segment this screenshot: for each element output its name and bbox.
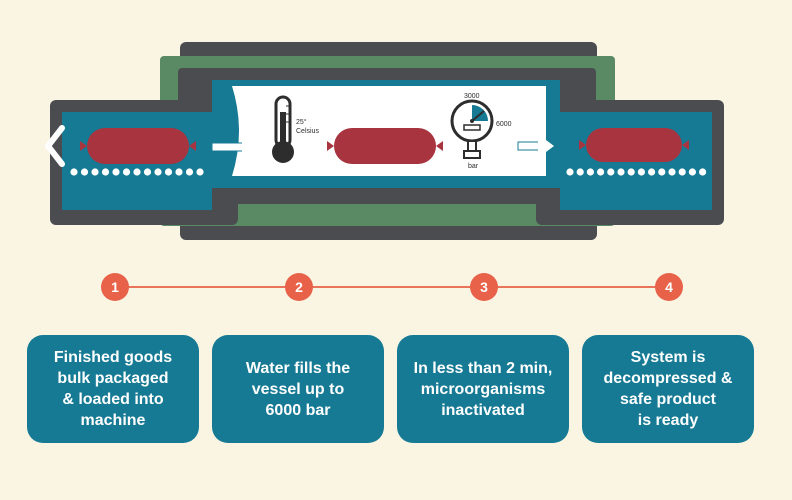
roller [627, 168, 635, 176]
roller [678, 168, 686, 176]
roller [658, 168, 666, 176]
roller [175, 168, 183, 176]
gauge-label-3000: 3000 [464, 93, 480, 100]
roller [688, 168, 697, 176]
arrow-right-icon [211, 135, 258, 159]
step-card-4: System is decompressed & safe product is… [582, 335, 754, 443]
temperature-value: 25° [296, 118, 307, 126]
roller [154, 168, 162, 176]
roller [699, 168, 707, 176]
roller [426, 167, 434, 175]
roller [91, 168, 99, 176]
roller [164, 168, 173, 176]
roller [185, 168, 194, 176]
gauge-label-6000: 6000 [496, 121, 512, 128]
roller [597, 168, 605, 176]
roller [668, 168, 676, 176]
temperature-unit: Celsius [296, 128, 319, 135]
rollers-vessel [316, 167, 445, 175]
roller [316, 167, 324, 175]
hpp-machine-illustration: 25° Celsius 3000 6000 bar [38, 42, 724, 240]
roller [101, 168, 110, 176]
roller [607, 168, 615, 176]
step-number-2: 2 [285, 273, 313, 301]
step-number-3: 3 [470, 273, 498, 301]
roller [576, 168, 584, 176]
step-card-3: In less than 2 min, microorganisms inact… [397, 335, 569, 443]
timeline-line [117, 286, 670, 288]
roller [143, 168, 152, 176]
sausage-in-vessel [327, 128, 443, 164]
roller [196, 168, 204, 176]
roller [80, 168, 89, 176]
roller [382, 167, 390, 175]
roller [338, 167, 346, 175]
roller [648, 168, 656, 176]
sausage-loading [80, 128, 196, 164]
roller [415, 167, 423, 175]
roller [637, 168, 646, 176]
thermometer-icon [272, 95, 294, 163]
step-card-2: Water fills the vessel up to 6000 bar [212, 335, 384, 443]
step-text-1: Finished goods bulk packaged & loaded in… [53, 349, 173, 429]
step-number-4: 4 [655, 273, 683, 301]
roller [371, 167, 379, 175]
roller [566, 168, 574, 176]
roller [404, 167, 412, 175]
roller [112, 168, 120, 176]
rollers-unloading [566, 168, 707, 176]
roller [70, 168, 78, 176]
roller [617, 168, 625, 176]
step-text-3: In less than 2 min, microorganisms inact… [413, 359, 553, 419]
sausage-unloading [579, 128, 689, 162]
roller [393, 167, 401, 175]
roller [586, 168, 595, 176]
pressure-gauge-icon [450, 99, 494, 159]
rollers-loading [70, 168, 204, 176]
roller [327, 167, 335, 175]
step-card-1: Finished goods bulk packaged & loaded in… [27, 335, 199, 443]
roller [360, 167, 368, 175]
roller [122, 168, 131, 176]
roller [349, 167, 357, 175]
roller [437, 167, 445, 175]
step-text-4: System is decompressed & safe product is… [603, 349, 733, 429]
step-text-2: Water fills the vessel up to 6000 bar [245, 359, 351, 419]
roller [133, 168, 141, 176]
arrow-right-icon [517, 134, 554, 158]
chevron-left-icon[interactable] [38, 120, 66, 170]
gauge-unit: bar [468, 163, 479, 170]
step-number-1: 1 [101, 273, 129, 301]
